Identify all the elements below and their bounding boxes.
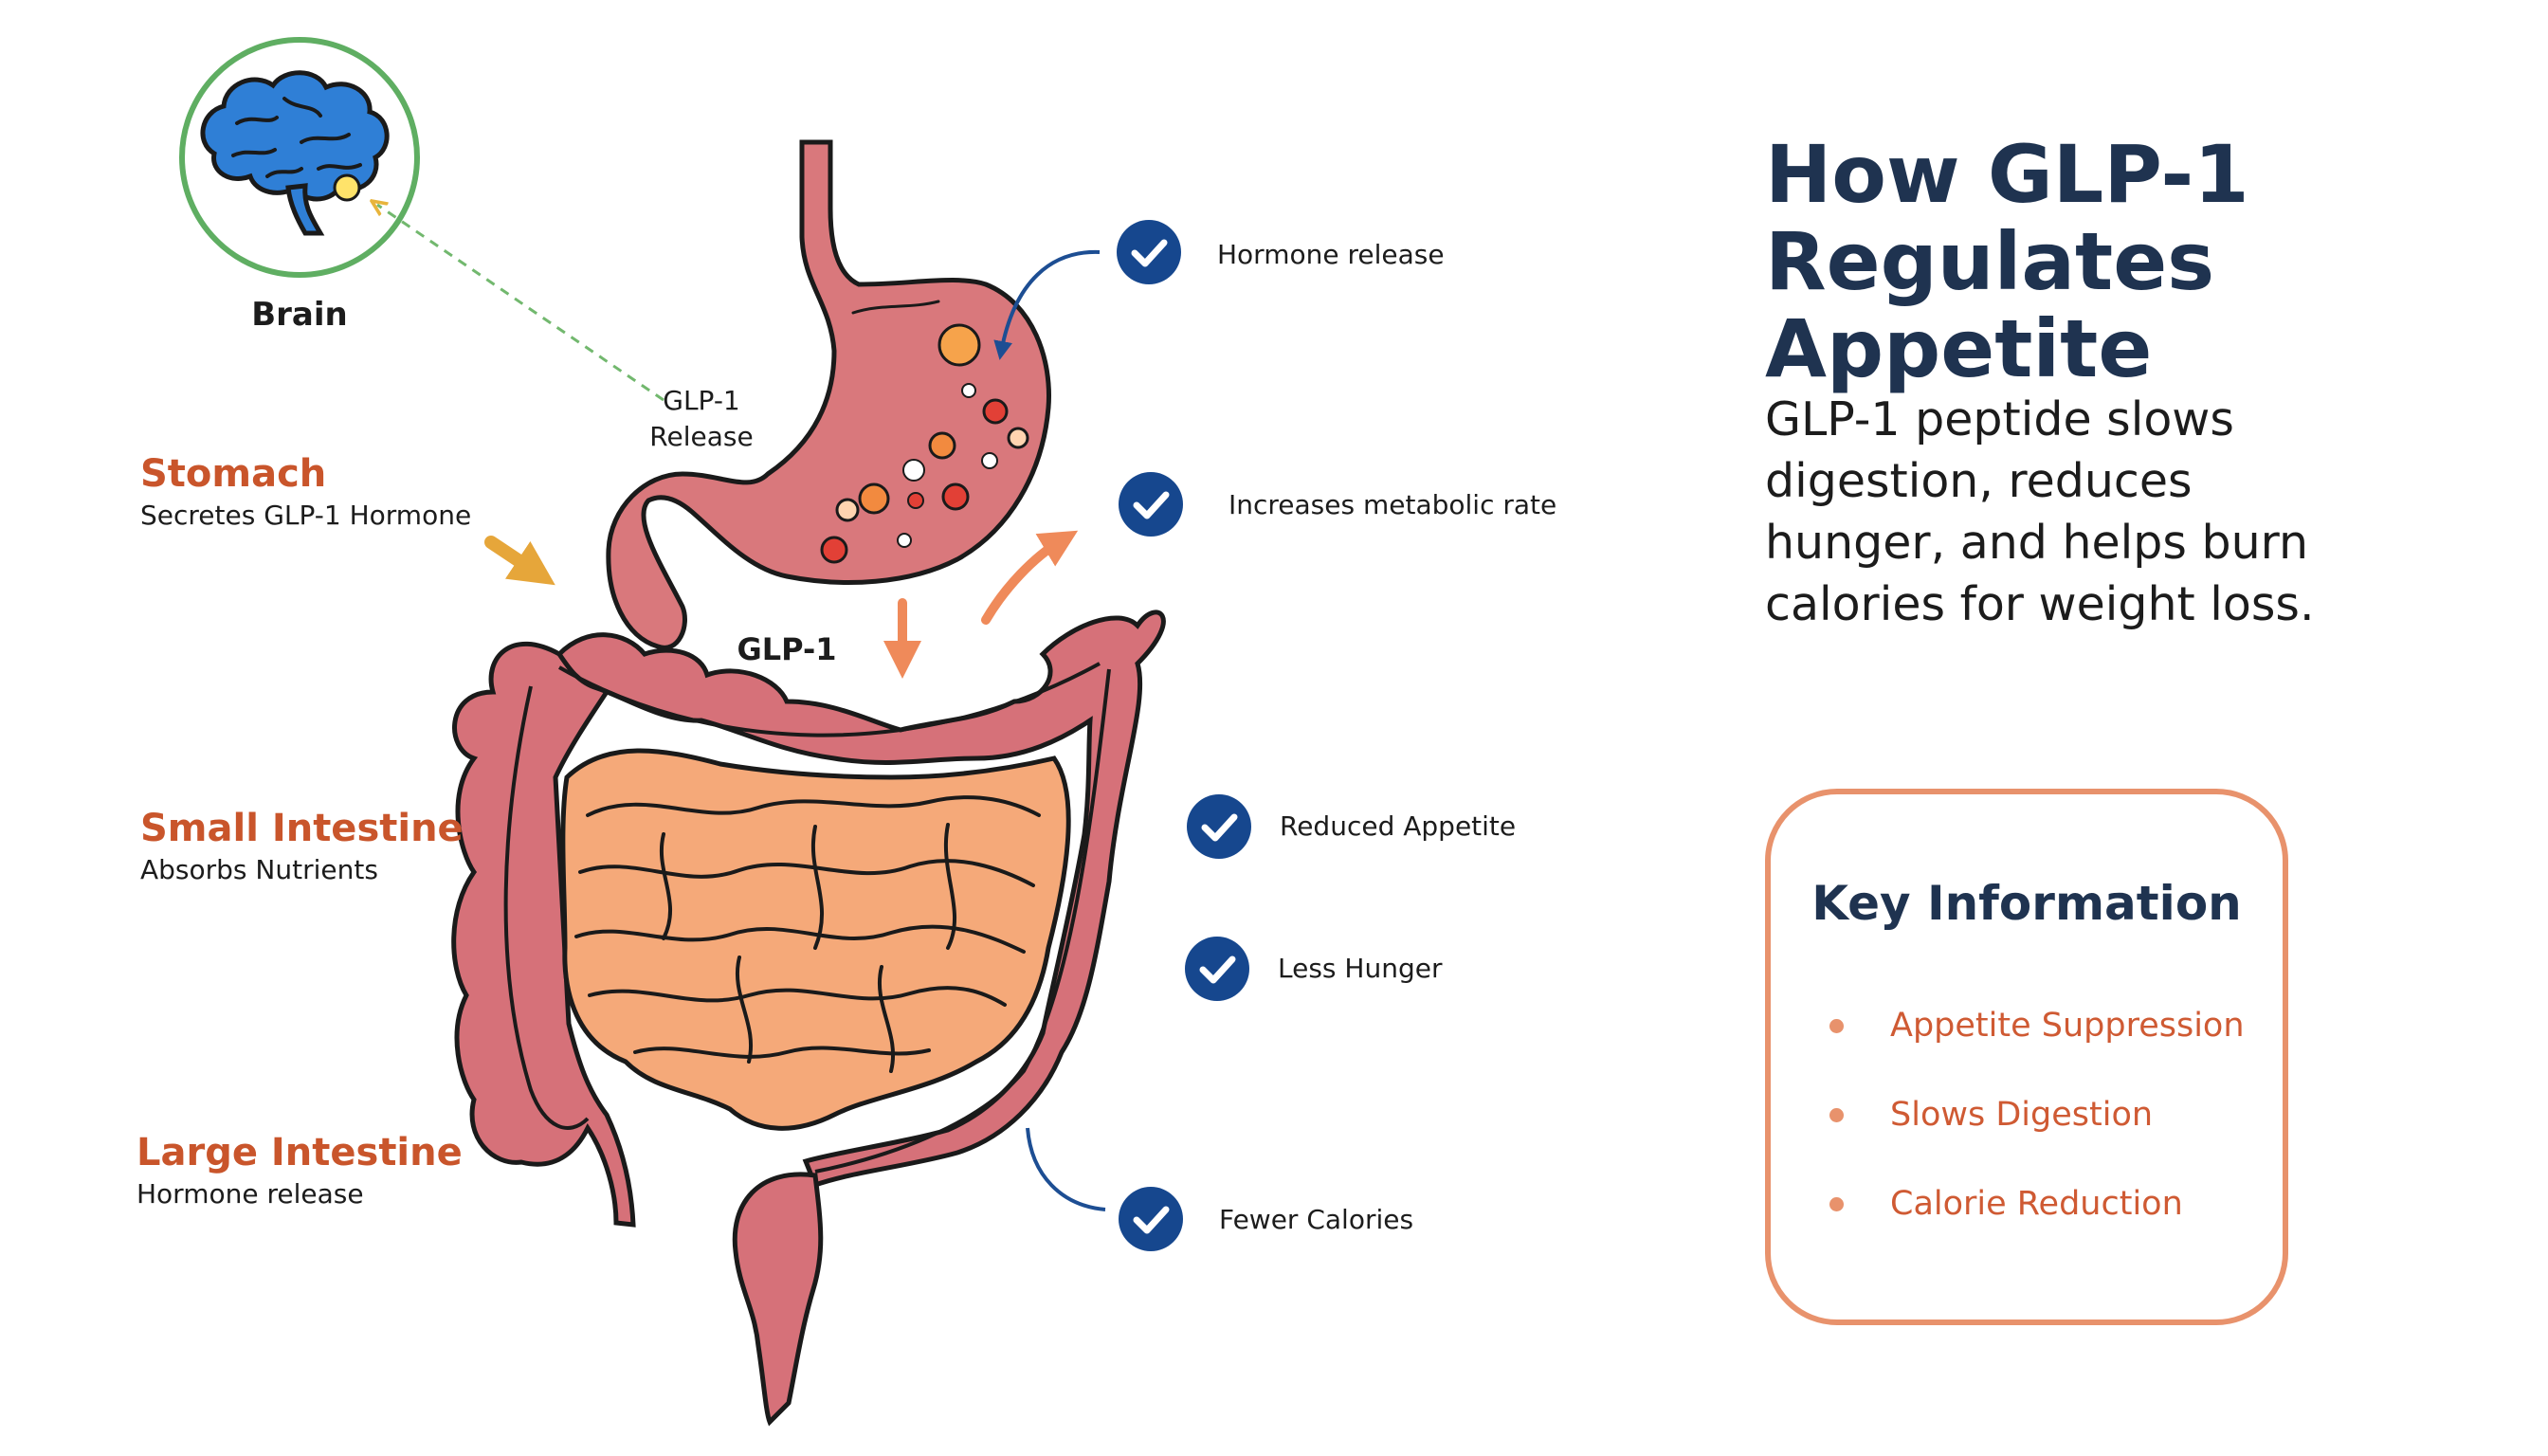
page-title: How GLP-1 Regulates Appetite (1765, 131, 2523, 392)
large-intestine-sub: Hormone release (136, 1178, 364, 1210)
bullet-dot-icon (1829, 1108, 1844, 1122)
key-item-label: Appetite Suppression (1890, 1007, 2245, 1045)
effect-label-fewer-calories: Fewer Calories (1219, 1204, 1414, 1235)
glp1-release-line1: GLP-1 (663, 385, 740, 416)
list-item: Slows Digestion (1824, 1088, 2245, 1177)
hypothalamus-dot (333, 173, 361, 202)
key-information-list: Appetite Suppression Slows Digestion Cal… (1824, 999, 2245, 1266)
colon-outflow-line (1026, 1127, 1106, 1211)
large-intestine-shape (451, 610, 1166, 1427)
brain-icon (200, 70, 390, 236)
check-icon (1119, 472, 1183, 537)
description: GLP-1 peptide slows digestion, reduces h… (1765, 392, 2315, 631)
key-item-label: Slows Digestion (1890, 1096, 2154, 1134)
large-intestine-label: Large Intestine Hormone release (136, 1130, 463, 1213)
small-intestine-heading: Small Intestine (140, 807, 464, 850)
key-information-box: Key Information Appetite Suppression Slo… (1765, 789, 2288, 1325)
large-intestine-heading: Large Intestine (136, 1131, 463, 1174)
page-title-line2: Regulates Appetite (1765, 215, 2215, 395)
stomach-pointer-arrow (484, 536, 555, 586)
upward-curved-arrow (981, 530, 1079, 625)
list-item: Appetite Suppression (1824, 999, 2245, 1088)
glp1-label: GLP-1 (737, 631, 837, 667)
brain-badge (179, 37, 420, 278)
small-intestine-shape (560, 748, 1071, 1131)
effect-label-reduced-appetite: Reduced Appetite (1280, 810, 1517, 842)
list-item: Calorie Reduction (1824, 1177, 2245, 1266)
stomach-heading: Stomach (140, 452, 327, 496)
small-intestine-label: Small Intestine Absorbs Nutrients (140, 806, 464, 889)
small-intestine-sub: Absorbs Nutrients (140, 854, 378, 885)
glp1-release-label: GLP-1 Release (607, 383, 796, 455)
stomach-inflow-arrow (993, 249, 1101, 360)
check-icon (1117, 220, 1181, 284)
effect-label-metabolic-rate: Increases metabolic rate (1228, 489, 1557, 520)
check-icon (1187, 794, 1251, 859)
key-information-title: Key Information (1811, 876, 2242, 931)
key-item-label: Calorie Reduction (1890, 1185, 2183, 1223)
effect-label-hormone-release: Hormone release (1217, 239, 1445, 270)
stomach-label: Stomach Secretes GLP-1 Hormone (140, 451, 471, 535)
brain-label: Brain (251, 296, 348, 334)
stomach-sub: Secretes GLP-1 Hormone (140, 500, 472, 531)
stomach-shape (606, 139, 1051, 650)
bullet-dot-icon (1829, 1019, 1844, 1033)
bullet-dot-icon (1829, 1197, 1844, 1211)
check-icon (1119, 1187, 1183, 1251)
stomach-particles (820, 323, 1029, 564)
check-icon (1185, 937, 1249, 1001)
signal-dashed-line (377, 205, 664, 402)
glp1-release-line2: Release (649, 421, 754, 452)
effect-label-less-hunger: Less Hunger (1278, 953, 1443, 984)
page-title-line1: How GLP-1 (1765, 128, 2249, 221)
